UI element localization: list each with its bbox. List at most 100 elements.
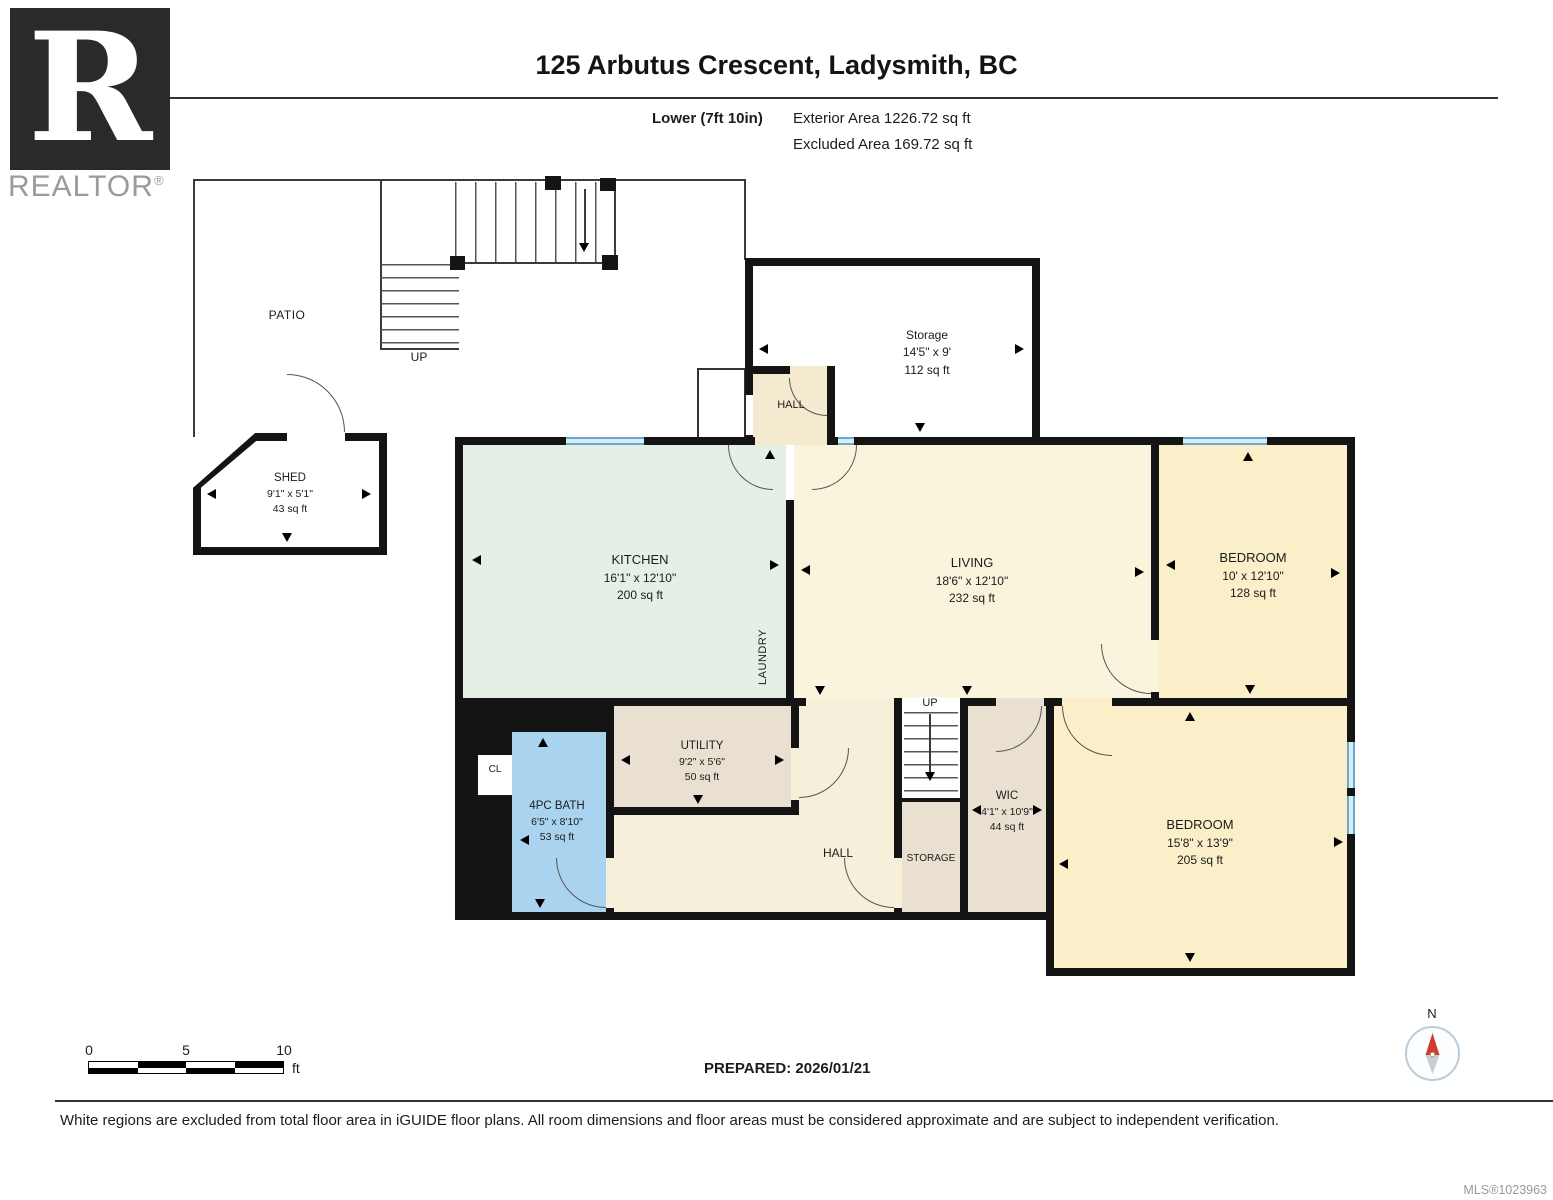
scale-segment: [234, 1062, 283, 1068]
wall: [455, 912, 1054, 920]
doorway-floor: [606, 858, 614, 908]
storage-top-dims: 14'5" x 9': [902, 345, 952, 360]
dimension-arrow: [1331, 568, 1340, 578]
wall: [1046, 968, 1355, 976]
bath-dims: 6'5" x 8'10": [531, 815, 583, 828]
utility-floor: [614, 706, 791, 807]
stair-post: [450, 256, 465, 270]
room-label-bedroom-lower: BEDROOM 15'8" x 13'9" 205 sq ft: [1166, 816, 1233, 870]
room-label-utility: UTILITY 9'2" x 5'6" 50 sq ft: [679, 738, 725, 785]
compass-needle: [1425, 1033, 1440, 1074]
dimension-arrow: [1135, 567, 1144, 577]
dimension-arrow: [207, 489, 216, 499]
realtor-wordmark: REALTOR®: [8, 170, 188, 204]
window: [838, 437, 854, 445]
mls-number: MLS®1023963: [1463, 1183, 1547, 1197]
dimension-arrow: [693, 795, 703, 804]
dimension-arrow: [1185, 953, 1195, 962]
doorway-floor: [791, 748, 799, 800]
prepared-date-label: PREPARED: 2026/01/21: [704, 1060, 871, 1077]
realtor-logo-icon: R: [10, 8, 170, 170]
room-label-closet: CL: [488, 764, 502, 775]
scale-segment: [186, 1067, 235, 1073]
wall: [455, 698, 512, 920]
dimension-arrow: [801, 565, 810, 575]
footer-rule: [55, 1100, 1553, 1102]
stairs-mid-up-label: UP: [919, 697, 941, 709]
shed-door-arc: [287, 374, 345, 432]
scale-segment: [89, 1062, 138, 1068]
living-name: LIVING: [950, 555, 994, 570]
doorway-floor: [894, 858, 902, 908]
realtor-logo-letter: R: [27, 0, 153, 176]
shed-name: SHED: [274, 472, 306, 484]
compass-north-label: N: [1427, 1006, 1437, 1021]
wic-dims: 4'1" x 10'9": [981, 805, 1033, 818]
shed-area: 43 sq ft: [272, 502, 308, 515]
dimension-arrow: [765, 450, 775, 459]
patio-outline: [193, 179, 195, 437]
kitchen-dims: 16'1" x 12'10": [603, 570, 677, 585]
stair-edge: [614, 182, 616, 263]
window: [1347, 796, 1355, 834]
stair-post: [545, 176, 561, 190]
interior-staircase: [904, 712, 958, 794]
window: [1183, 437, 1267, 445]
dimension-arrow: [815, 686, 825, 695]
dimension-arrow: [915, 423, 925, 432]
scale-segment: [186, 1062, 235, 1068]
wall: [786, 500, 794, 706]
page-title: 125 Arbutus Crescent, Ladysmith, BC: [535, 50, 1018, 80]
wall: [894, 698, 902, 858]
wic-name: WIC: [995, 790, 1019, 802]
realtor-brand-text: REALTOR: [8, 170, 154, 203]
patio-outline: [193, 179, 746, 181]
room-label-shed: SHED 9'1" x 5'1" 43 sq ft: [267, 470, 313, 517]
room-label-hall-lower: HALL: [822, 846, 854, 860]
room-label-kitchen: KITCHEN 16'1" x 12'10" 200 sq ft: [604, 551, 677, 605]
dimension-arrow: [1245, 685, 1255, 694]
bath-area: 53 sq ft: [539, 830, 575, 843]
dimension-arrow: [972, 805, 981, 815]
wall: [1112, 698, 1355, 706]
bedroom-upper-dims: 10' x 12'10": [1222, 568, 1284, 583]
room-label-bedroom-upper: BEDROOM 10' x 12'10" 128 sq ft: [1219, 549, 1286, 603]
dimension-arrow: [1033, 805, 1042, 815]
exterior-staircase-upper: [455, 182, 616, 263]
scale-tick-10: 10: [276, 1042, 292, 1058]
doorway-floor: [790, 366, 827, 374]
wall: [606, 807, 799, 815]
stair-direction-line: [929, 714, 931, 774]
dimension-arrow: [362, 489, 371, 499]
bath-name: 4PC BATH: [529, 800, 585, 812]
wall: [745, 366, 790, 374]
wall: [745, 258, 753, 395]
wall: [606, 698, 614, 858]
exterior-area-label: Exterior Area 1226.72 sq ft: [793, 110, 971, 127]
shed-dims: 9'1" x 5'1": [267, 487, 313, 500]
doorway-floor: [1151, 640, 1159, 692]
utility-dims: 9'2" x 5'6": [679, 755, 725, 768]
compass-icon: [1405, 1026, 1460, 1081]
dimension-arrow: [770, 560, 779, 570]
wall: [791, 698, 799, 748]
stair-direction-line: [584, 189, 586, 245]
dimension-arrow: [538, 738, 548, 747]
scale-segment: [234, 1067, 283, 1073]
scale-segment: [137, 1062, 186, 1068]
scale-tick-0: 0: [85, 1042, 93, 1058]
utility-name: UTILITY: [680, 740, 724, 752]
stair-post: [600, 178, 616, 191]
room-label-laundry: LAUNDRY: [757, 629, 769, 685]
wall: [1151, 437, 1159, 640]
kitchen-area: 200 sq ft: [616, 588, 664, 603]
window: [1347, 742, 1355, 788]
dimension-arrow: [962, 686, 972, 695]
storage-top-area: 112 sq ft: [904, 362, 950, 377]
wic-area: 44 sq ft: [989, 820, 1025, 833]
wall: [827, 366, 835, 445]
bedroom-upper-area: 128 sq ft: [1229, 586, 1277, 601]
wall: [745, 258, 1040, 266]
wall: [745, 435, 753, 445]
wall: [830, 437, 1355, 445]
